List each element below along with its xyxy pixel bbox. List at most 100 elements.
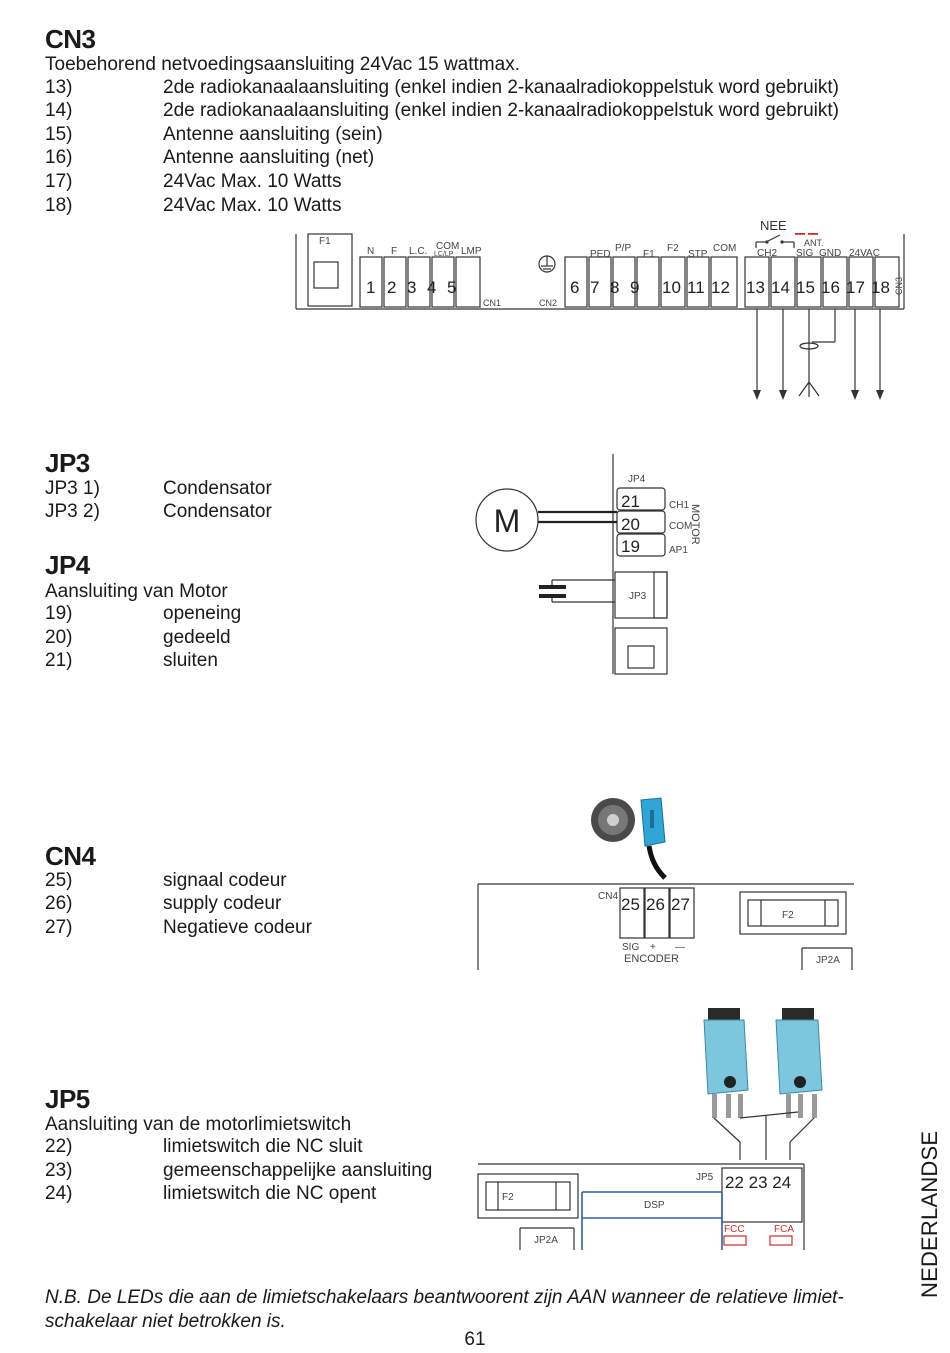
cn3-item-text: Antenne aansluiting (net) [163,147,375,168]
cn3-item-text: Antenne aansluiting (sein) [163,124,383,145]
jp5-item-text: gemeenschappelijke aansluiting [163,1160,433,1181]
pin-label-minus: — [675,942,685,953]
terminal: 18 [871,278,890,297]
encoder-sensor-icon [591,797,667,880]
cn3-side-label: CN3 [894,277,904,295]
cn1-label-com: COM [436,241,459,252]
limit-switches-picture [703,1008,823,1160]
cn3-label-ch2: CH2 [757,248,777,259]
jp4-item-num: 20) [45,627,73,648]
cn3-item-num: 17) [45,171,73,192]
terminal: 14 [771,278,790,297]
cn4-title: CN4 [45,841,96,871]
terminal: 27 [671,895,690,914]
terminal: 5 [447,278,456,297]
cn1-label-lc: L.C. [409,246,427,257]
cn1-label-f: F [391,246,397,257]
jp5-item-text: limietswitch die NC opent [163,1183,377,1204]
fuse-label: F2 [502,1192,514,1203]
cn1-label-n: N [367,246,374,257]
jp4-item-num: 21) [45,650,73,671]
cn1-label-lclp: LC/LP [434,251,454,258]
cn3-title: CN3 [45,24,96,54]
footnote-line: schakelaar niet betrokken is. [45,1311,286,1332]
pin-label-ch1: CH1 [669,500,689,511]
jp5-item-num: 22) [45,1136,73,1157]
jp5-item-num: 23) [45,1160,73,1181]
footnote-line: N.B. De LEDs die aan de limietschakelaar… [45,1287,844,1308]
jp4-item-num: 19) [45,603,73,624]
fuse-label: F2 [782,910,794,921]
cn2-label-stp: STP [688,249,708,260]
terminal: 26 [646,895,665,914]
page-number: 61 [464,1329,486,1350]
jp4-intro: Aansluiting van Motor [45,581,228,602]
cn3-item-num: 15) [45,124,73,145]
cn3-label-24vac: 24VAC [849,248,880,259]
jp5-item-num: 24) [45,1183,73,1204]
cn4-item-num: 25) [45,870,73,891]
jp5-title: JP5 [45,1084,90,1114]
terminal: 19 [621,537,640,556]
cn4-label: CN4 [598,891,618,902]
jp3-item-num: JP3 2) [45,501,100,522]
terminal: 2 [387,278,396,297]
cn3-label-sig: SIG [796,248,813,259]
jp4-label: JP4 [628,474,646,485]
terminal: 3 [407,278,416,297]
motor-vertical-label: MOTOR [689,504,701,545]
cn4-encoder-diagram: CN4 SIG + — ENCODER F2 JP2A 25 26 27 [477,883,854,970]
cn4-item-text: signaal codeur [163,870,287,891]
ant-label: ANT. [804,238,824,248]
cn3-item-num: 14) [45,100,73,121]
jp3-item-text: Condensator [163,501,272,522]
terminal: 16 [821,278,840,297]
terminal: 4 [427,278,436,297]
terminal: 21 [621,492,640,511]
jp4-item-text: gedeeld [163,627,231,648]
terminal: 17 [846,278,865,297]
jp4-item-text: openeing [163,603,242,624]
pin-label-plus: + [650,942,656,953]
cn3-intro: Toebehorend netvoedingsaansluiting 24Vac… [45,54,520,75]
language-side-label: NEDERLANDSE [917,1130,942,1298]
jp4-item-text: sluiten [163,650,218,671]
terminal: 20 [621,515,640,534]
fca-label: FCA [774,1224,794,1235]
cn3-item-text: 24Vac Max. 10 Watts [163,171,342,192]
cn3-item-num: 16) [45,147,73,168]
terminal: 8 [610,278,619,297]
cn4-item-num: 27) [45,917,73,938]
cn2-label: CN2 [539,298,557,308]
terminal: 25 [621,895,640,914]
motor-symbol: M [494,503,521,539]
terminal: 6 [570,278,579,297]
jp2a-label: JP2A [534,1235,558,1246]
cn4-item-text: supply codeur [163,893,282,914]
jp3-item-text: Condensator [163,478,272,499]
cn3-item-num: 13) [45,77,73,98]
terminal: 12 [711,278,730,297]
cn4-item-text: Negatieve codeur [163,917,312,938]
cn3-item-text: 24Vac Max. 10 Watts [163,195,342,216]
cn2-label-f1: F1 [643,249,655,260]
terminal: 9 [630,278,639,297]
jp3-title: JP3 [45,448,90,478]
encoder-label: ENCODER [624,953,679,965]
f1-label: F1 [319,236,331,247]
jp3-label: JP3 [629,591,647,602]
pin-label-com: COM [669,521,692,532]
cn3-item-num: 18) [45,195,73,216]
cn3-label-gnd: GND [819,248,841,259]
jp4-title: JP4 [45,550,90,580]
jp3-item-num: JP3 1) [45,478,100,499]
cn2-label-com: COM [713,243,736,254]
jp5-item-text: limietswitch die NC sluit [163,1136,363,1157]
jp4-motor-diagram: M JP4 JP3 CH1 COM AP1 MOTOR 21 20 19 [475,454,701,675]
jp5-limitswitch-diagram: JP5 F2 DSP JP2A FCC FCA 22 23 24 [477,1163,805,1250]
dsp-label: DSP [644,1200,665,1211]
terminal: 1 [366,278,375,297]
nee-label: NEE [760,218,787,233]
pin-label-sig: SIG [622,942,639,953]
jp5-label: JP5 [696,1172,714,1183]
